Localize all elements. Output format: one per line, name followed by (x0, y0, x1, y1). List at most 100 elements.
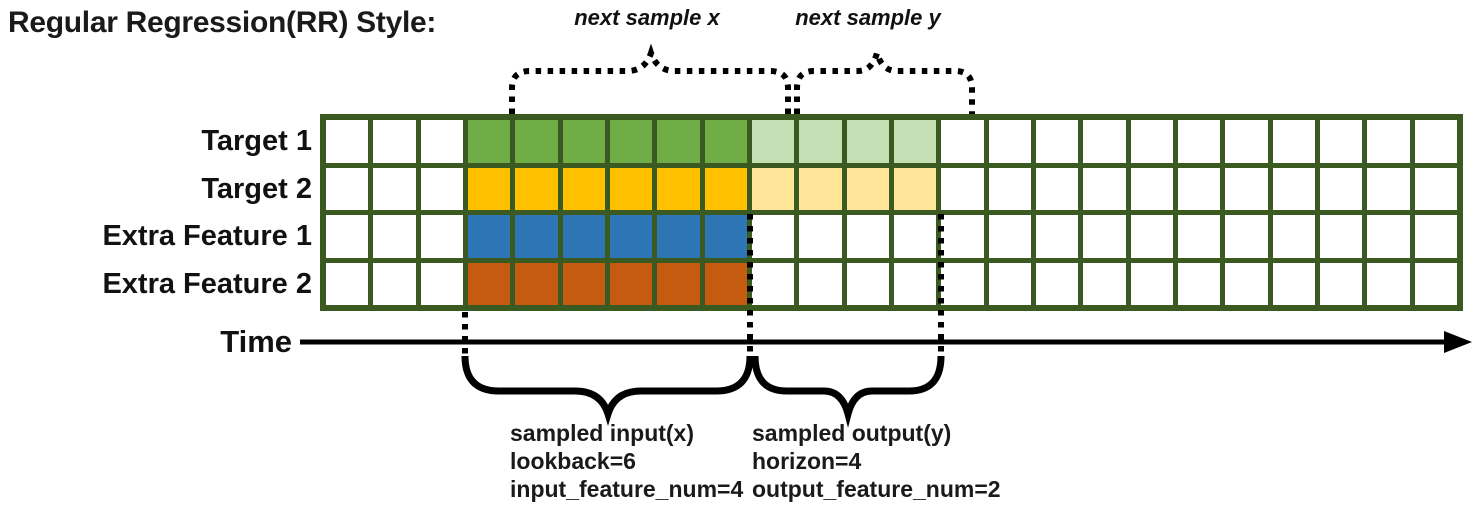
grid-cell (1130, 262, 1173, 305)
grid-cell (373, 262, 416, 305)
grid-cell (799, 215, 842, 258)
grid-cell (373, 215, 416, 258)
grid-cell (1225, 120, 1268, 163)
grid-cell (657, 167, 700, 210)
row-label-extra-feature1: Extra Feature 1 (102, 220, 312, 252)
next-sample-x-brace (509, 43, 791, 114)
grid-cell (515, 167, 558, 210)
grid-cell (1035, 262, 1079, 305)
sample-grid (320, 114, 1463, 311)
grid-cell (515, 215, 558, 258)
grid-cell (420, 215, 463, 258)
grid-cell (799, 120, 842, 163)
grid-cell (893, 167, 937, 210)
grid-cell (799, 167, 842, 210)
grid-cell (988, 120, 1031, 163)
grid-cell (1225, 215, 1268, 258)
grid-cell (1083, 120, 1126, 163)
grid-cell (1319, 262, 1363, 305)
next-sample-y-brace (794, 41, 975, 114)
grid-cell (562, 167, 605, 210)
row-label-target2: Target 2 (201, 173, 312, 205)
grid-cell (1130, 120, 1173, 163)
grid-cell (1083, 167, 1126, 210)
grid-cell (941, 262, 984, 305)
grid-cell (941, 215, 984, 258)
grid-cell (1177, 120, 1221, 163)
input-region-brace (461, 355, 754, 427)
grid-cell (1414, 120, 1457, 163)
grid-cell (893, 262, 937, 305)
grid-cell (420, 167, 463, 210)
grid-cell (1177, 167, 1221, 210)
grid-cell (657, 215, 700, 258)
grid-cell (420, 120, 463, 163)
grid-cell (846, 167, 889, 210)
grid-cell (420, 262, 463, 305)
grid-cell (1083, 215, 1126, 258)
grid-cell (1225, 262, 1268, 305)
grid-cell (846, 215, 889, 258)
diagram-title: Regular Regression(RR) Style: (8, 6, 437, 39)
grid-cell (1272, 215, 1315, 258)
time-axis-label: Time (220, 324, 292, 359)
row-label-target1: Target 1 (201, 125, 312, 157)
grid-cell (467, 262, 511, 305)
grid-cell (1130, 215, 1173, 258)
grid-cell (1272, 167, 1315, 210)
grid-cell (326, 120, 369, 163)
grid-cell (846, 120, 889, 163)
sampled-input-line1: sampled input(x) (510, 420, 695, 446)
grid-cell (467, 120, 511, 163)
grid-cell (1319, 215, 1363, 258)
grid-cell (326, 167, 369, 210)
output-region-brace (751, 355, 945, 428)
grid-cell (373, 120, 416, 163)
grid-cell (657, 120, 700, 163)
time-axis-arrowhead (1444, 331, 1472, 353)
sampled-output-line2: horizon=4 (752, 448, 862, 474)
grid-cell (1035, 215, 1079, 258)
sampled-output-caption: sampled output(y) horizon=4 output_featu… (752, 419, 1001, 503)
grid-cell (326, 262, 369, 305)
grid-cell (1367, 167, 1410, 210)
grid-cell (751, 167, 795, 210)
grid-cell (704, 215, 747, 258)
grid-cell (704, 167, 747, 210)
grid-cell (515, 120, 558, 163)
grid-cell (1319, 167, 1363, 210)
sampled-output-line1: sampled output(y) (752, 420, 952, 446)
grid-cell (657, 262, 700, 305)
grid-cell (515, 262, 558, 305)
grid-cell (467, 167, 511, 210)
grid-cell (751, 262, 795, 305)
grid-cell (1367, 120, 1410, 163)
next-sample-y-label: next sample y (795, 5, 941, 30)
grid-cell (467, 215, 511, 258)
grid-cell (704, 120, 747, 163)
grid-cell (562, 262, 605, 305)
grid-cell (1414, 167, 1457, 210)
row-label-extra-feature2: Extra Feature 2 (102, 268, 312, 300)
grid-cell (941, 120, 984, 163)
grid-cell (609, 215, 653, 258)
sampled-input-line2: lookback=6 (510, 448, 636, 474)
grid-cell (562, 215, 605, 258)
grid-cell (893, 215, 937, 258)
sampled-input-caption: sampled input(x) lookback=6 input_featur… (510, 419, 743, 503)
sampled-input-line3: input_feature_num=4 (510, 476, 744, 502)
grid-cell (1414, 215, 1457, 258)
grid-cell (751, 120, 795, 163)
grid-cell (846, 262, 889, 305)
grid-cell (562, 120, 605, 163)
grid-cell (326, 215, 369, 258)
grid-cell (941, 167, 984, 210)
grid-cell (1272, 120, 1315, 163)
next-sample-x-label: next sample x (574, 5, 720, 30)
grid-cell (893, 120, 937, 163)
grid-cell (1177, 262, 1221, 305)
grid-cell (1177, 215, 1221, 258)
grid-cell (1367, 215, 1410, 258)
grid-cell (988, 215, 1031, 258)
